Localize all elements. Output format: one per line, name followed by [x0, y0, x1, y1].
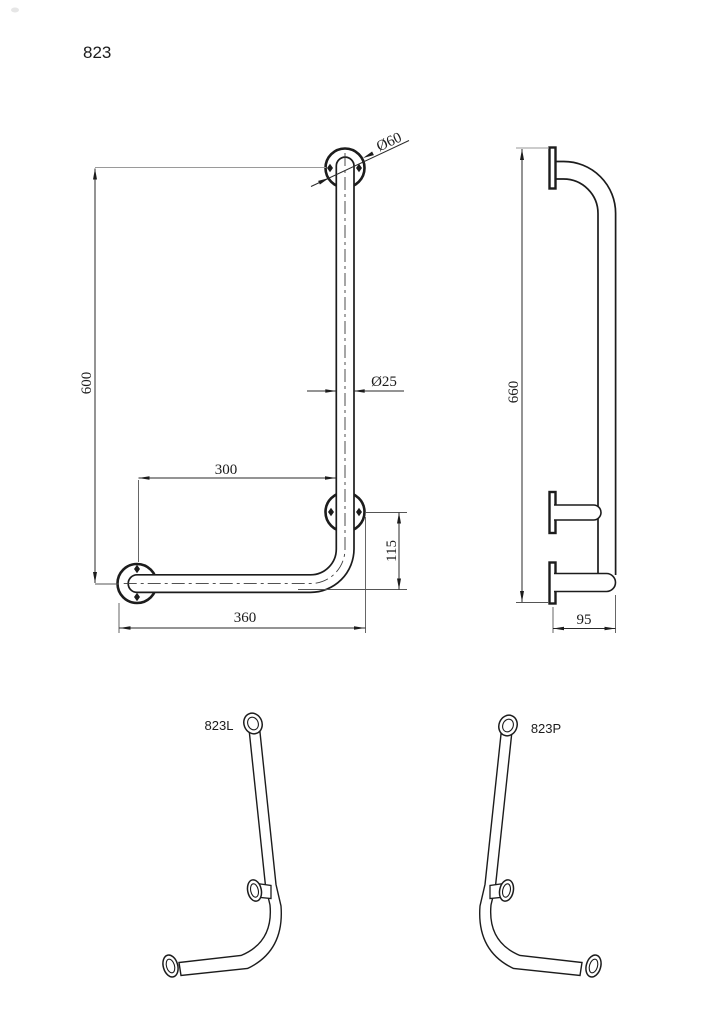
arrowhead	[318, 178, 329, 185]
side-tube-outer-contour	[556, 160, 617, 575]
variant-left-tube	[178, 726, 282, 977]
arrowhead	[93, 168, 97, 180]
screw-diamond	[356, 163, 362, 173]
variant-right-tube	[479, 728, 583, 977]
arrowhead	[363, 151, 374, 158]
flange-rim	[246, 879, 263, 902]
dim-label-overall-height: 660	[506, 381, 522, 404]
tube-centerline	[123, 153, 346, 585]
screw-marks	[134, 163, 362, 602]
flange-dome	[588, 958, 599, 974]
dim-label-upper-span: 300	[215, 462, 238, 478]
variant-left-drawing: 823L	[162, 712, 282, 978]
variant-right-flange-top	[498, 714, 518, 737]
dim-label-wall-clearance: 95	[577, 612, 592, 628]
arrowhead	[604, 626, 616, 631]
flange-rim	[498, 879, 515, 902]
arrowhead	[353, 389, 365, 393]
dim-label-corner-drop: 115	[384, 540, 400, 562]
flange-dome	[165, 958, 176, 974]
dimension-tube-diameter: Ø25	[307, 374, 404, 393]
grab-bar-tube-front	[127, 156, 355, 594]
screw-diamond	[327, 163, 333, 173]
variant-left-label: 823L	[205, 718, 234, 733]
screw-diamond	[328, 507, 334, 517]
arrowhead	[354, 626, 365, 630]
arrowhead	[138, 476, 150, 480]
flange-rim	[162, 954, 179, 978]
flange-dome	[249, 883, 260, 898]
dimension-300: 300	[138, 462, 336, 562]
variant-right-label: 823P	[531, 721, 561, 736]
flange-rim	[243, 712, 263, 735]
flange-rim	[585, 954, 602, 978]
dim-label-bottom-span: 360	[234, 610, 257, 626]
flange-dome	[247, 716, 259, 731]
model-number-label: 823	[83, 43, 111, 62]
variant-left-flange-bottom	[162, 954, 179, 978]
side-tube-inner-contour	[556, 178, 599, 574]
arrowhead	[520, 591, 524, 602]
scan-artifact	[11, 7, 19, 13]
side-view-drawing: 660 95	[506, 146, 617, 633]
wall-plate-top	[548, 146, 557, 190]
screw-diamond	[356, 507, 362, 517]
dimension-360: 360	[118, 517, 366, 633]
screw-diamond	[134, 564, 140, 574]
arrowhead	[520, 149, 524, 160]
dim-label-tube-diameter: Ø25	[371, 374, 397, 390]
arrowhead	[325, 389, 337, 393]
dim-label-flange-diameter: Ø60	[374, 130, 404, 155]
dimension-600: 600	[79, 167, 326, 585]
flange-dome	[501, 883, 512, 898]
dimension-660: 660	[506, 147, 549, 603]
variant-left-flange-middle	[246, 879, 263, 902]
variant-right-drawing: 823P	[479, 714, 602, 978]
dim-label-height: 600	[79, 372, 95, 395]
arrowhead	[553, 626, 564, 631]
front-view-drawing: 600 300 Ø25 Ø60	[79, 130, 410, 633]
dimension-115: 115	[298, 512, 407, 590]
flange-rim	[498, 714, 518, 737]
arrowhead	[325, 476, 336, 480]
arrowhead	[93, 572, 97, 583]
flange-dome	[502, 718, 514, 733]
arrowhead	[397, 578, 401, 590]
variant-right-flange-middle	[498, 879, 515, 902]
side-middle-stub	[554, 504, 602, 521]
screw-diamond	[134, 592, 140, 602]
variant-left-flange-top	[243, 712, 263, 735]
variant-right-flange-bottom	[585, 954, 602, 978]
dimension-95: 95	[552, 595, 616, 633]
arrowhead	[397, 512, 401, 524]
side-bottom-tube	[554, 572, 617, 593]
arrowhead	[119, 626, 131, 630]
